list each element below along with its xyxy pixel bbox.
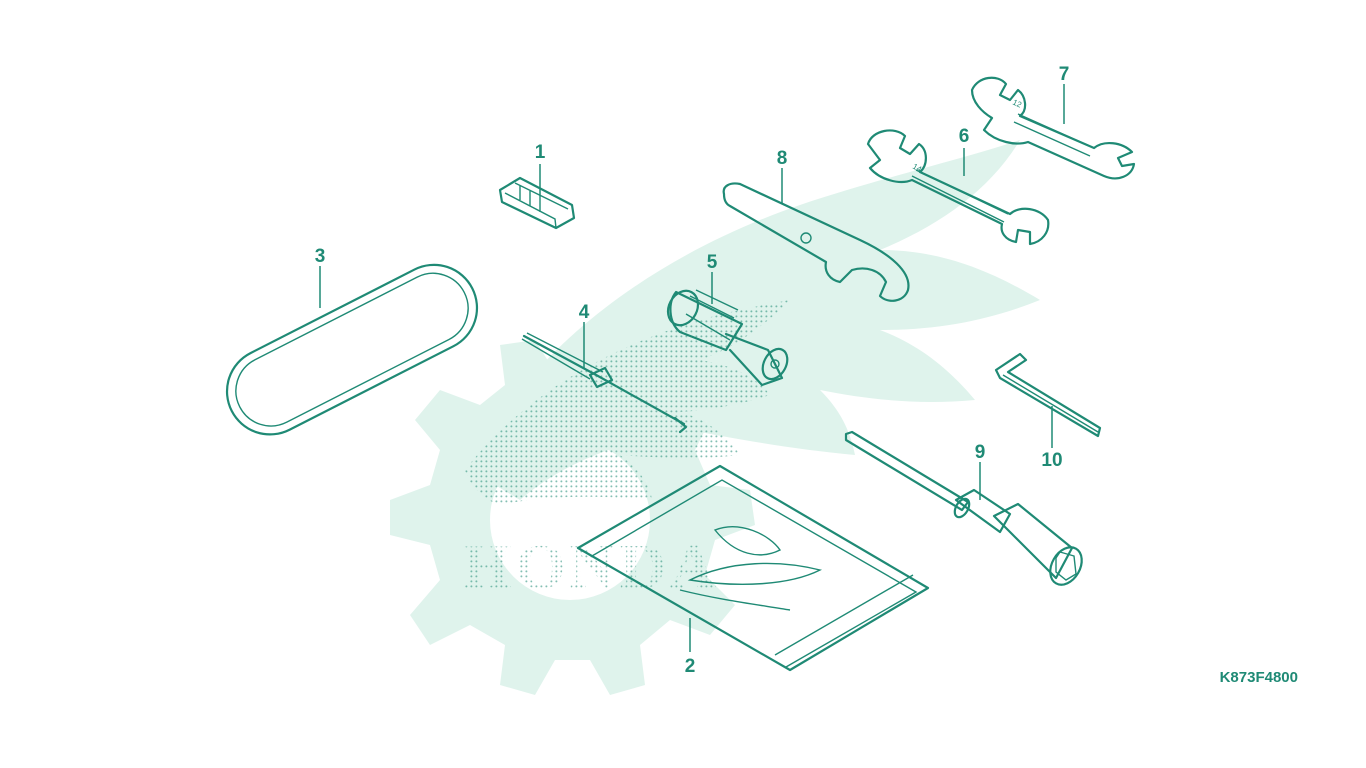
callout-labels: 1 2 3 4 5 6 7 8 9 10	[315, 64, 1070, 677]
part-2-owners-manual-bag	[576, 464, 930, 672]
part-8-pin-spanner	[722, 182, 910, 302]
callout-10: 10	[1041, 450, 1062, 471]
honda-wing-logo: HONDA	[462, 140, 1040, 602]
callout-1: 1	[535, 142, 546, 163]
callout-2: 2	[685, 656, 696, 677]
part-7-open-wrench-12: 12	[970, 76, 1136, 180]
callout-6: 6	[959, 126, 970, 147]
part-10-hex-key	[994, 352, 1102, 438]
part-9-spark-plug-wrench	[844, 430, 1083, 586]
callout-4: 4	[579, 302, 590, 323]
part-3-rubber-band	[225, 263, 479, 436]
callout-3: 3	[315, 246, 326, 267]
callout-leaders	[319, 84, 1065, 652]
part-1-clip	[498, 176, 576, 230]
callout-5: 5	[707, 252, 718, 273]
diagram-code: K873F4800	[1219, 669, 1298, 686]
part-5-screwdriver-handle	[666, 289, 789, 387]
callout-8: 8	[777, 148, 788, 169]
wrench-7-size-label: 12	[1011, 98, 1023, 110]
callout-7: 7	[1059, 64, 1070, 85]
callout-9: 9	[975, 442, 986, 463]
part-4-screwdriver-bit	[521, 332, 688, 434]
part-6-open-wrench-14: 14	[866, 129, 1050, 246]
